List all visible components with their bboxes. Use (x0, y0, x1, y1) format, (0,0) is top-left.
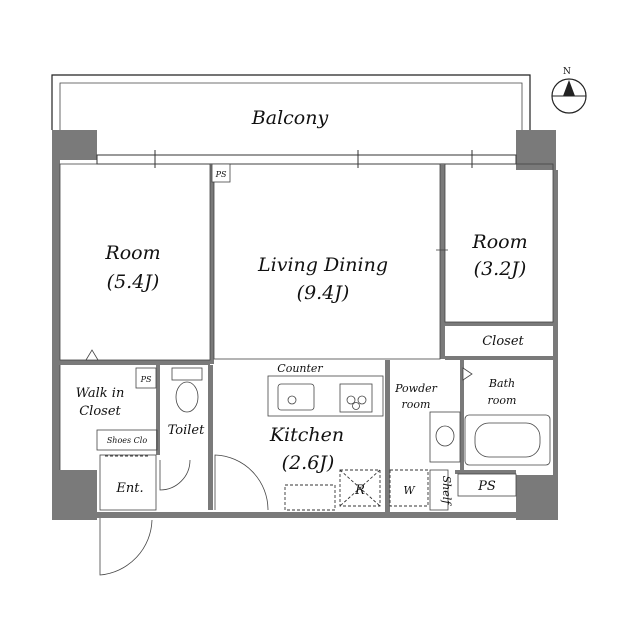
wall-ps-top (455, 470, 516, 474)
entrance-area (99, 454, 157, 511)
kitchen-sink-icon (277, 383, 315, 411)
compass: N (551, 67, 587, 114)
door-entrance-icon (99, 518, 153, 576)
compass-needle-icon (563, 80, 575, 96)
window-top (96, 154, 517, 165)
door-walkin-marker-icon (85, 349, 99, 361)
label-room-right-size: (3.2J) (474, 258, 527, 280)
kitchen-drain-icon (287, 395, 297, 405)
label-living: Living Dining (257, 254, 388, 276)
label-powder-1: Powder (394, 382, 438, 395)
wall-bottom (97, 512, 517, 518)
door-toilet-icon (214, 454, 269, 511)
burner-2-icon (357, 395, 367, 405)
label-kitchen: Kitchen (269, 424, 344, 446)
doors (85, 249, 473, 576)
wall-right (553, 170, 558, 475)
compass-north-label: N (563, 67, 571, 77)
door-bath-marker-icon (462, 367, 473, 381)
label-ps-top: PS (215, 170, 227, 179)
label-room-left: Room (104, 242, 160, 264)
fixtures (59, 365, 551, 511)
wall-kitchen-powder (385, 360, 390, 512)
outline-living (213, 163, 441, 360)
label-washer: W (403, 484, 416, 497)
outline-room-left (59, 163, 211, 361)
wall-pillar-topright (516, 130, 556, 170)
balcony-rail-outer (51, 74, 531, 130)
outline-room-right (444, 163, 554, 323)
label-kitchen-size: (2.6J) (282, 452, 335, 474)
label-toilet: Toilet (168, 423, 205, 438)
label-fridge: R (354, 483, 365, 498)
walls (52, 130, 558, 520)
ps-bottom-box (457, 473, 517, 497)
wall-left (52, 160, 60, 470)
wall-living-room-right (440, 164, 445, 359)
washbasin-bowl-icon (435, 425, 455, 447)
stove-icon (339, 383, 373, 413)
toilet-bowl-icon (175, 381, 199, 413)
label-ps-bottom: PS (477, 479, 496, 494)
burner-1-icon (346, 395, 356, 405)
washbasin-icon (429, 411, 461, 463)
wall-closet-bottom (445, 356, 553, 360)
wall-walkin-toilet (156, 365, 160, 455)
door-hall-icon (159, 459, 191, 491)
room-outlines (59, 163, 554, 511)
fridge-space (339, 469, 381, 507)
burner-3-icon (352, 402, 360, 410)
fridge-cross-2 (339, 469, 381, 507)
balcony-rail-inner (59, 82, 523, 130)
label-walkin-2: Closet (79, 404, 121, 419)
wall-toilet-right (208, 365, 213, 510)
label-balcony: Balcony (251, 107, 329, 129)
label-shoes: Shoes Clo (107, 436, 148, 445)
wall-room-left-living (210, 164, 214, 364)
label-ps-walkin: PS (140, 375, 152, 384)
wall-walkin-bottom (60, 470, 97, 475)
balcony-area (51, 74, 531, 130)
wall-room-left-bottom (60, 360, 210, 365)
toilet-tank-icon (171, 367, 203, 381)
ps-top-box (211, 163, 231, 183)
label-entrance: Ent. (115, 481, 143, 496)
shelf-box (429, 469, 449, 511)
wall-pillar-topleft (52, 130, 97, 160)
wall-closet-top (445, 322, 553, 326)
washer-space (389, 469, 429, 507)
label-powder-2: room (402, 398, 431, 411)
wall-pillar-bottomright (516, 475, 558, 520)
label-shelf: Shelf (440, 476, 453, 507)
label-bath-2: room (488, 394, 517, 407)
kitchen-counter (267, 375, 384, 417)
label-living-size: (9.4J) (297, 282, 350, 304)
labels: Balcony Room (5.4J) Living Dining (9.4J)… (76, 107, 528, 506)
label-room-right: Room (471, 231, 527, 253)
label-counter: Counter (277, 362, 323, 375)
wall-pillar-bottomleft (52, 470, 97, 520)
label-bath-1: Bath (488, 377, 515, 390)
ps-walkin-box (135, 367, 157, 389)
label-closet: Closet (482, 334, 524, 349)
bathtub-icon (474, 422, 541, 458)
label-room-left-size: (5.4J) (107, 271, 160, 293)
label-walkin-1: Walk in (76, 386, 125, 401)
bathtub-outer (464, 414, 551, 466)
kitchen-storage-dashed (284, 484, 336, 511)
shoes-closet-box (96, 429, 158, 451)
wall-powder-bath (460, 360, 464, 470)
